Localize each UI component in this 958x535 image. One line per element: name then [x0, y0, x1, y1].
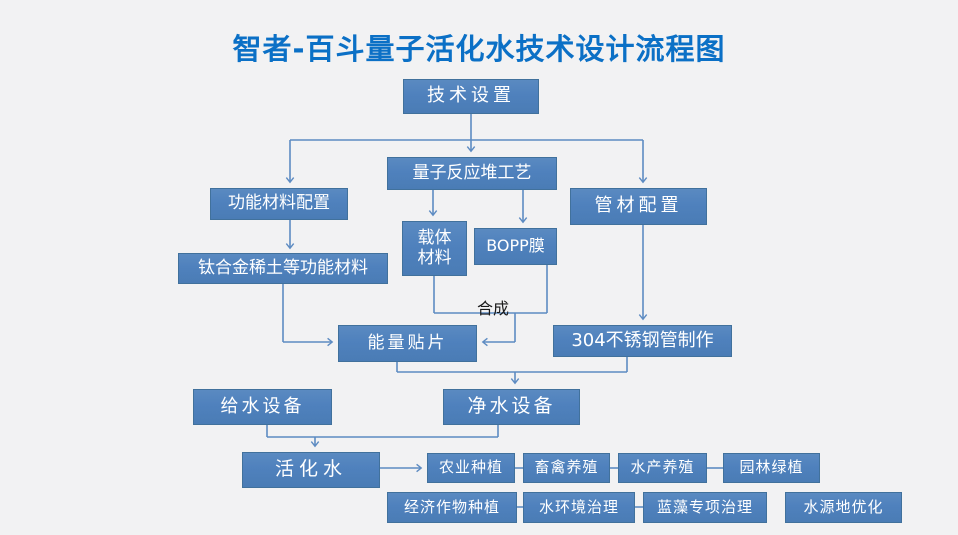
node-titanium-rare-earth-materials: 钛合金稀土等功能材料	[178, 253, 388, 284]
page-title: 智者-百斗量子活化水技术设计流程图	[232, 32, 726, 66]
node-functional-material-config: 功能材料配置	[210, 188, 348, 220]
carrier-material-line1: 载体	[417, 227, 452, 248]
connector-tech-to-branches	[285, 114, 648, 184]
node-livestock-breeding: 畜禽养殖	[523, 453, 610, 483]
node-garden-greening: 园林绿植	[723, 453, 820, 483]
node-carrier-material: 载体 材料	[402, 221, 467, 276]
node-agricultural-planting: 农业种植	[427, 453, 515, 483]
node-cash-crop-planting: 经济作物种植	[387, 492, 517, 523]
node-304-steel-pipe: 304不锈钢管制作	[553, 325, 732, 357]
node-blue-algae-treatment: 蓝藻专项治理	[643, 492, 767, 523]
connector-to-activated-water	[266, 425, 499, 448]
node-tech-setup: 技术设置	[403, 79, 539, 114]
node-water-supply-equipment: 给水设备	[193, 389, 332, 425]
synthesis-label: 合成	[476, 299, 509, 318]
node-activated-water: 活化水	[242, 452, 380, 488]
node-water-purification-equipment: 净水设备	[443, 389, 580, 425]
node-water-source-optimization: 水源地优化	[785, 492, 902, 523]
connector-titanium-to-energy	[282, 284, 334, 347]
node-pipe-material-config: 管材配置	[570, 188, 707, 225]
node-energy-patch: 能量贴片	[338, 325, 477, 362]
connector-synthesis-to-energy	[433, 265, 548, 347]
node-bopp-film: BOPP膜	[474, 228, 557, 265]
node-quantum-reactor-process: 量子反应堆工艺	[387, 157, 557, 190]
node-aquaculture: 水产养殖	[618, 453, 707, 483]
connector-to-purifier	[396, 357, 628, 385]
node-water-environment-treatment: 水环境治理	[523, 492, 635, 523]
carrier-material-line2: 材料	[417, 247, 452, 268]
